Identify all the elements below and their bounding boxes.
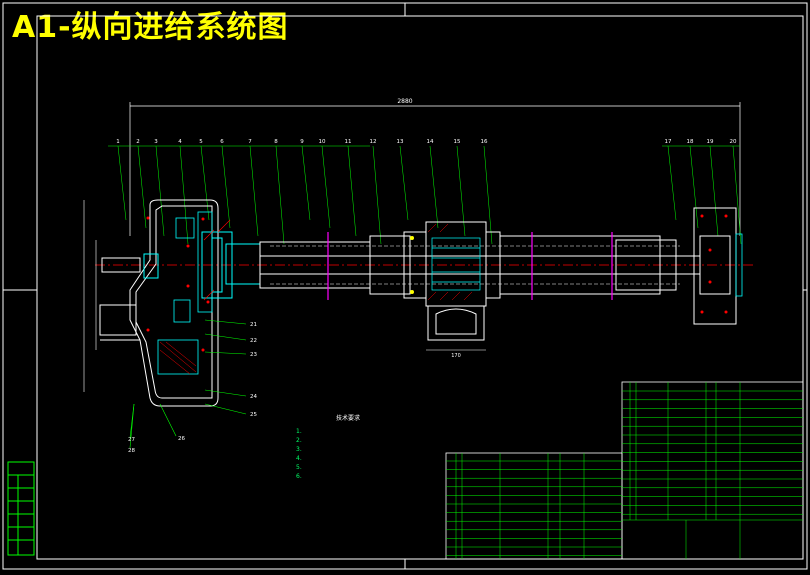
balloon-leader [709,145,719,237]
motor-stub [99,257,141,341]
balloon-number: 8 [274,139,278,145]
technical-notes: 技术要求 1. 2. 3. 4. 5. 6. [296,414,360,481]
balloon-number: 13 [397,139,404,145]
balloon-number: 22 [250,338,257,344]
lower-dimension-text: 170 [451,353,461,359]
nut-thread [431,237,481,291]
note-line: 6. [296,473,302,480]
balloon-number: 3 [154,139,158,145]
note-line: 3. [296,446,302,453]
balloon-number: 24 [250,394,257,400]
balloon-number: 21 [250,322,257,328]
balloon-number: 18 [687,139,694,145]
balloon-leader [429,145,439,229]
balloon-number: 27 [128,437,135,443]
balloon-number: 25 [250,412,257,418]
balloon-number: 28 [128,448,135,454]
note-line: 2. [296,437,302,444]
balloon-leader [347,145,357,237]
side-leaders [129,319,247,449]
balloon-leader [321,145,331,229]
balloon-number: 10 [319,139,326,145]
balloon-number: 19 [707,139,714,145]
balloon-number: 11 [345,139,352,145]
left-bearing-hatch [203,219,231,301]
balloon-number: 2 [136,139,140,145]
balloon-leader [689,145,699,229]
balloon-leader [249,145,259,237]
note-line: 1. [296,428,302,435]
note-line: 4. [296,455,302,462]
side-strip-table [7,461,35,556]
balloon-number: 17 [665,139,672,145]
overall-dimension [129,102,741,236]
balloon-number: 14 [427,139,434,145]
balloon-leader [456,145,466,237]
left-bearing [201,231,261,299]
note-line: 5. [296,464,302,471]
balloon-leader [117,145,127,221]
nut-bracket [427,305,485,341]
coupling-block [143,253,159,279]
gearbox-hatch [159,341,197,375]
balloon-numbers-side: 21 22 23 24 25 26 27 28 [128,322,257,454]
balloon-leader [155,145,165,237]
right-bearing-detail [735,233,743,297]
balloon-number: 23 [250,352,257,358]
right-bolts [700,214,728,314]
balloon-number: 5 [199,139,203,145]
balloon-number: 6 [220,139,224,145]
balloon-number: 16 [481,139,488,145]
nut-housing [403,221,501,307]
balloon-leader [483,145,493,245]
balloon-leader [732,145,742,245]
title-block-grid [446,382,803,559]
balloon-leader [667,145,677,221]
right-bearing [693,207,737,325]
balloon-leader [301,145,311,221]
nut-markers [410,236,414,294]
balloon-number: 15 [454,139,461,145]
balloon-leader [399,145,409,221]
title-block [445,381,804,560]
balloon-leader [179,145,189,245]
notes-heading: 技术要求 [336,415,361,422]
balloon-number: 1 [116,139,120,145]
screw-hidden-lines [270,245,680,285]
balloon-number: 12 [370,139,377,145]
gearbox-housing [129,199,219,407]
balloon-number: 7 [248,139,252,145]
inner-frame [36,15,804,560]
balloon-number: 26 [178,436,185,442]
balloon-leader [200,145,210,221]
balloon-leader [137,145,147,229]
section-markers [327,232,613,300]
nut-hatch [427,223,473,301]
balloon-leader [221,145,231,229]
bolt-markers [146,216,210,352]
balloon-number: 20 [730,139,737,145]
overall-dimension-text: 2880 [397,98,412,105]
balloon-leader [372,145,382,245]
balloon-number: 4 [178,139,182,145]
left-dimensions [83,200,97,392]
balloon-leader [275,145,285,245]
balloon-number: 9 [300,139,304,145]
